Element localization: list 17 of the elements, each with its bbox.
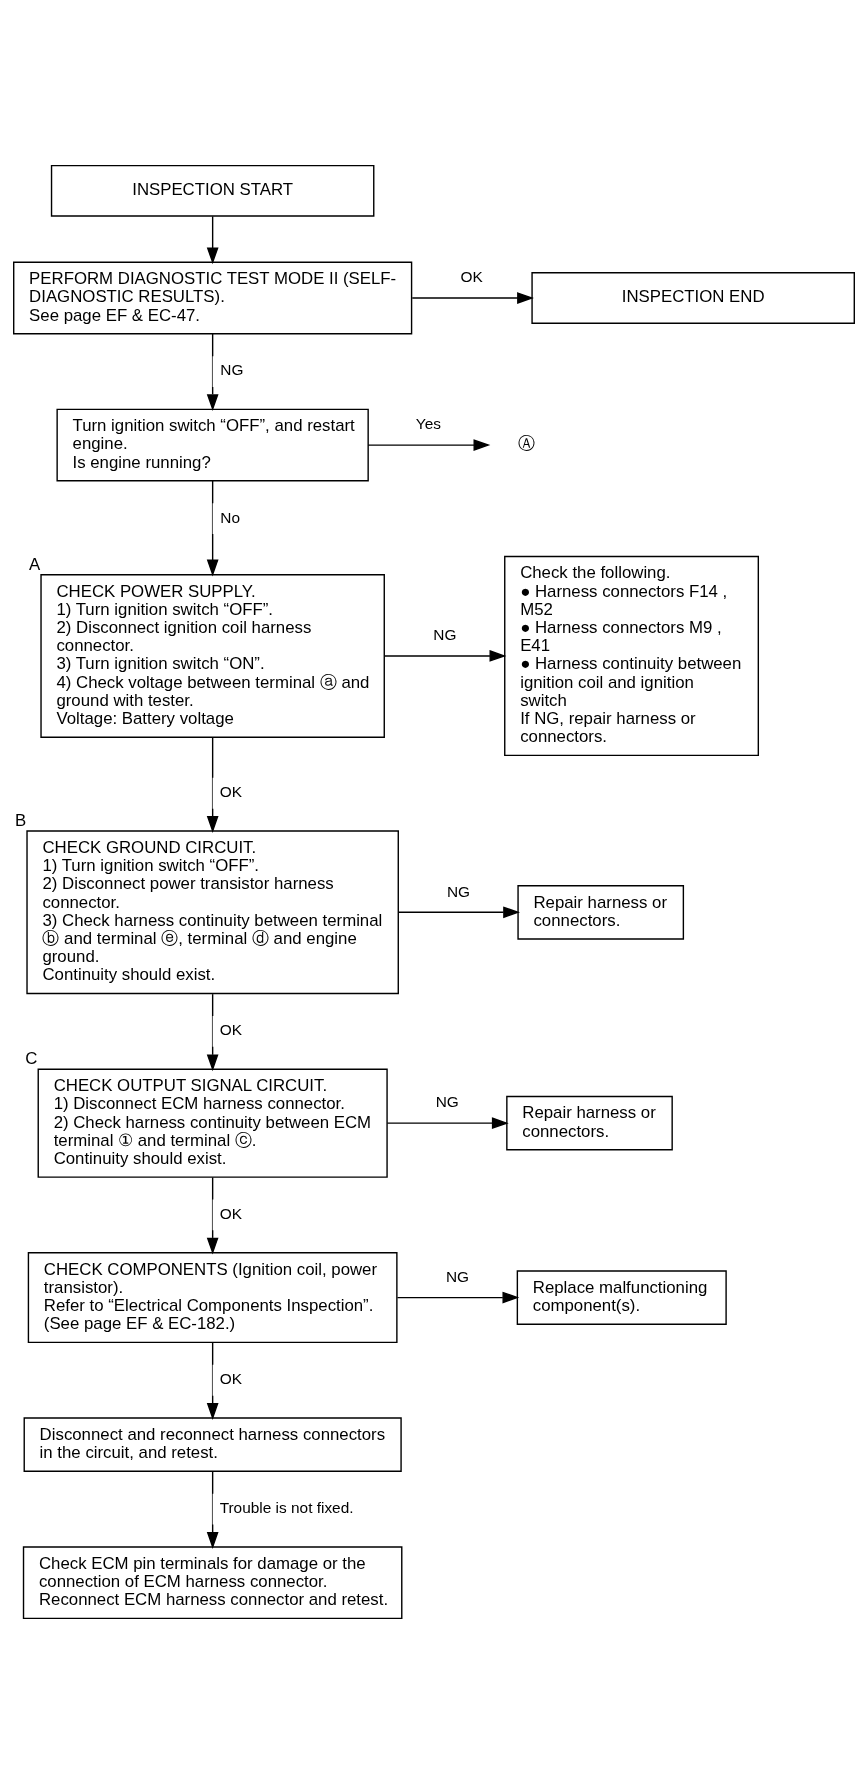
- edge-label: NG: [433, 626, 457, 644]
- edge-label: OK: [219, 783, 242, 801]
- edge-label: NG: [446, 882, 471, 900]
- node-label: C: [25, 1049, 38, 1069]
- edge-label: Trouble is not fixed.: [219, 1499, 354, 1517]
- edge-label: Yes: [415, 415, 441, 433]
- edge-label: OK: [460, 268, 483, 286]
- edge-label: NG: [435, 1093, 459, 1111]
- edge-label: OK: [219, 1021, 242, 1039]
- node-label: A: [29, 554, 41, 574]
- node-text: Ⓐ: [517, 434, 535, 454]
- edge-label: OK: [219, 1370, 242, 1388]
- edge-label: NG: [445, 1267, 470, 1285]
- edge-label: OK: [219, 1204, 242, 1222]
- node-label: B: [15, 811, 27, 831]
- edge-label: No: [220, 508, 241, 526]
- edge-label: NG: [220, 361, 244, 379]
